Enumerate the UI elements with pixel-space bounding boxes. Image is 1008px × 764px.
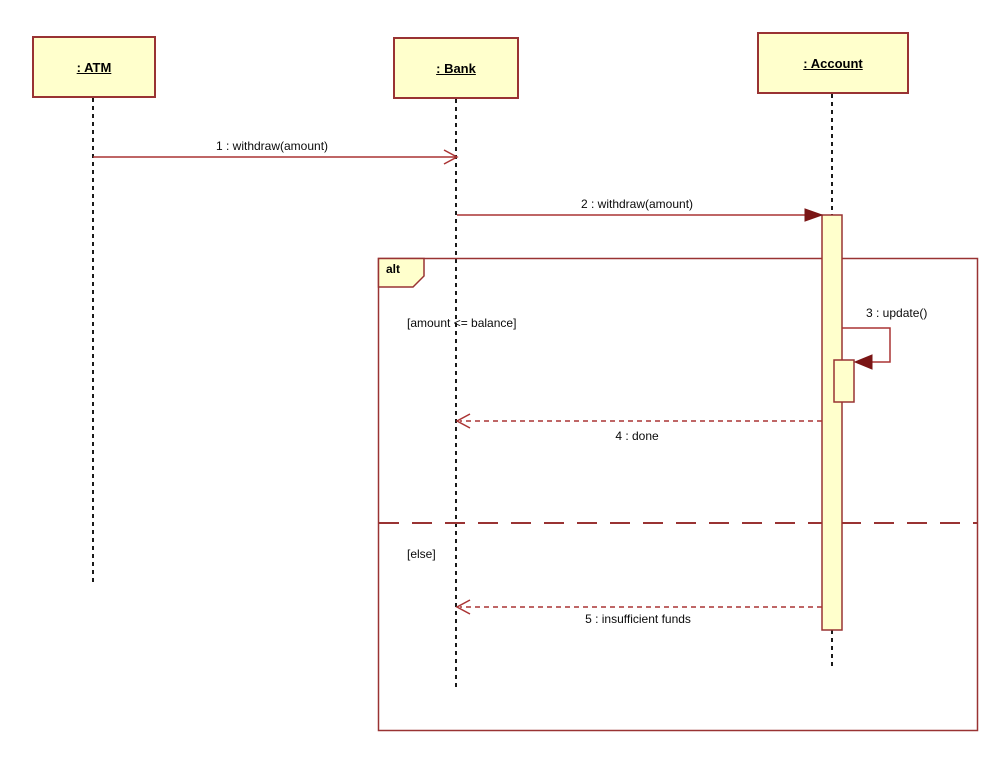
message-2-label: 2 : withdraw(amount) (580, 197, 694, 211)
alt-fragment-tab (377, 257, 425, 288)
message-1-arrowhead (443, 149, 459, 165)
message-4-label: 4 : done (615, 429, 659, 443)
activation-bar-account (821, 214, 843, 631)
alt-fragment-border (377, 257, 979, 732)
participant-name-bank: : Bank (436, 60, 476, 76)
participant-name-account: : Account (803, 55, 863, 71)
participant-box-atm: : ATM (32, 36, 156, 98)
message-3-arrowhead (853, 354, 873, 370)
participant-box-account: : Account (757, 32, 909, 94)
message-5-label: 5 : insufficient funds (585, 612, 691, 626)
guard-label-else: [else] (407, 547, 436, 561)
message-3-line (842, 327, 891, 363)
participant-box-bank: : Bank (393, 37, 519, 99)
message-2-arrowhead (804, 208, 824, 222)
message-3-label: 3 : update() (866, 306, 928, 320)
participant-name-atm: : ATM (76, 59, 112, 75)
message-1-label: 1 : withdraw(amount) (215, 139, 329, 153)
message-5-arrowhead (455, 599, 471, 615)
alt-operator-label: alt (386, 262, 401, 276)
guard-label-amount-le-balance: [amount <= balance] (407, 316, 517, 330)
activation-bar-account-nested (833, 359, 855, 403)
message-4-arrowhead (455, 413, 471, 429)
